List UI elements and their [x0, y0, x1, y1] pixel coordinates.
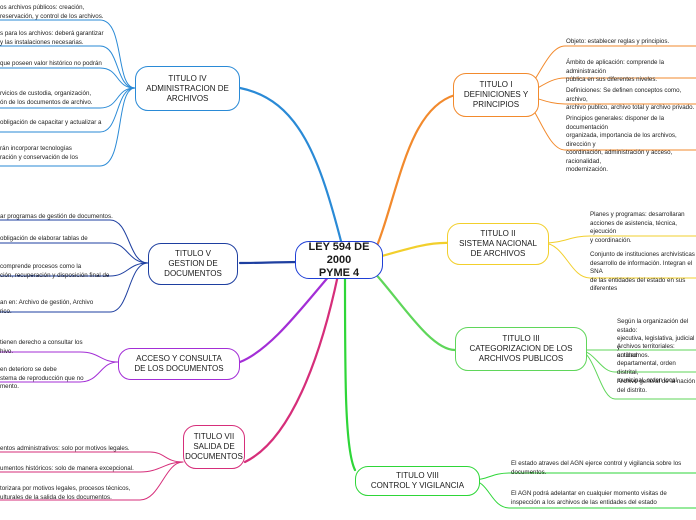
topic-titulo-iii[interactable]: TITULO III CATEGORIZACION DE LOS ARCHIVO…: [455, 327, 587, 371]
leaf-objeto: Objeto: establecer reglas y principios.: [566, 38, 670, 45]
leaf-viii-control: El estado atraves del AGN ejerce control…: [511, 460, 682, 476]
leaf-acceso-derecho: tienen derecho a consultar los hivo.: [0, 339, 83, 355]
leaf-archivo-general: Archivo general de la nación del distrit…: [617, 378, 696, 394]
leaf-vii-autorizara: torizara por motivos legales, procesos t…: [0, 485, 131, 501]
branch-titulo-v: [238, 260, 302, 265]
leaf-iv-instalaciones: s para los archivos: deberá garantizar y…: [0, 30, 104, 46]
leaf-planes: Planes y programas: desarrollaran accion…: [590, 211, 685, 244]
leaf-viii-visitas: El AGN podrá adelantar en cualquier mome…: [511, 490, 667, 506]
leaf-acceso-deterioro: en deterioro se debe stema de reproducci…: [0, 366, 84, 390]
topic-titulo-viii[interactable]: TITULO VIII CONTROL Y VIGILANCIA: [355, 466, 480, 496]
branch-titulo-ii: [373, 241, 452, 260]
leaf-v-archivo-gestion: an en: Archivo de gestión, Archivo rico.: [0, 299, 94, 315]
leaf-iv-archivos-publicos: os archivos públicos: creación, reservac…: [0, 4, 104, 20]
branch-titulo-i: [370, 93, 457, 260]
leaf-vii-historicos: umentos históricos: solo de manera excep…: [0, 465, 134, 472]
leaf-v-programas: ar programas de gestión de documentos.: [0, 213, 113, 220]
topic-titulo-iv[interactable]: TITULO IV ADMINISTRACION DE ARCHIVOS: [135, 66, 240, 111]
leaf-iv-capacitar: obligación de capacitar y actualizar a: [0, 119, 102, 126]
branch-titulo-iv: [238, 86, 344, 247]
branch-titulo-vii: [243, 273, 340, 464]
leaf-v-procesos: comprende procesos como la ción, recuper…: [0, 263, 110, 279]
leaf-ambito: Ámbito de aplicación: comprende la admin…: [566, 59, 665, 83]
leaf-definiciones: Definiciones: Se definen conceptos como,…: [566, 87, 695, 111]
leaf-iv-tecnologias: rán incorporar tecnologías ración y cons…: [0, 145, 79, 161]
branch-titulo-viii: [343, 273, 357, 472]
topic-titulo-ii[interactable]: TITULO II SISTEMA NACIONAL DE ARCHIVOS: [447, 223, 549, 265]
topic-titulo-v[interactable]: TITULO V GESTION DE DOCUMENTOS: [148, 243, 238, 285]
leaf-archivos-territoriales: Archivos territoriales: entidad departam…: [617, 343, 679, 384]
topic-titulo-vii[interactable]: TITULO VII SALIDA DE DOCUMENTOS: [183, 425, 245, 469]
topic-titulo-i[interactable]: TITULO I DEFINICIONES Y PRINCIPIOS: [453, 73, 539, 117]
center-topic[interactable]: LEY 594 DE 2000 PYME 4: [295, 241, 383, 279]
branch-titulo-iii: [370, 268, 457, 352]
leaf-organizacion-estado: Según la organización del estado: ejecut…: [617, 318, 695, 359]
leaf-iv-valor-historico: que poseen valor histórico no podrán: [0, 60, 102, 67]
leaf-principios: Principios generales: disponer de la doc…: [566, 115, 677, 173]
leaf-v-tablas: obligación de elaborar tablas de: [0, 235, 88, 242]
leaf-vii-administrativos: entos administrativos: solo por motivos …: [0, 445, 130, 452]
leaf-conjunto: Conjunto de instituciones archivísticas …: [590, 251, 695, 292]
leaf-iv-custodia: rvicios de custodia, organización, ón de…: [0, 90, 93, 106]
branch-acceso: [238, 273, 332, 364]
topic-acceso-consulta[interactable]: ACCESO Y CONSULTA DE LOS DOCUMENTOS: [118, 348, 240, 380]
